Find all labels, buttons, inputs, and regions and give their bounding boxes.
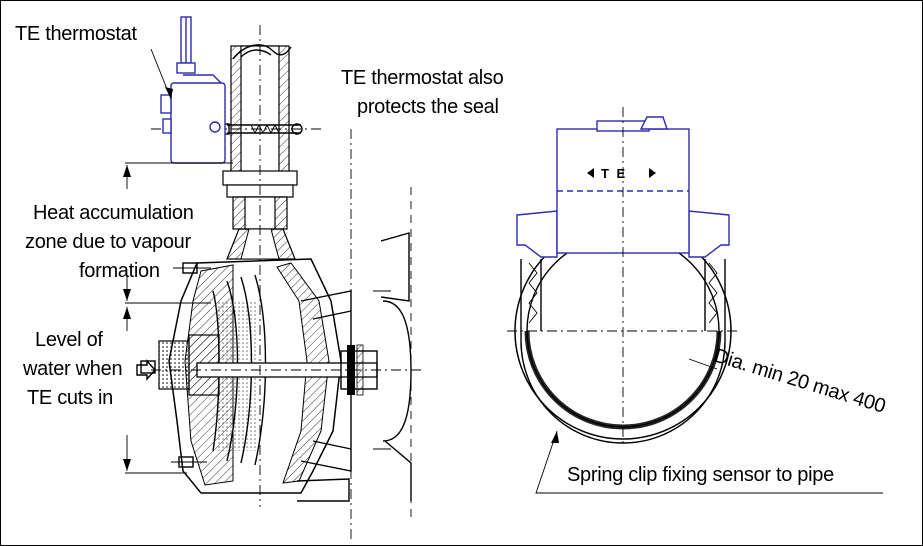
sensor-assembly: T E bbox=[507, 107, 883, 494]
label-water-level-line2: water when bbox=[22, 358, 122, 380]
label-heat-zone-line1: Heat accumulation bbox=[33, 202, 194, 224]
pump-drawing bbox=[123, 16, 421, 541]
label-heat-zone-line2: zone due to vapour bbox=[25, 231, 191, 253]
label-protects-seal-line1: TE thermostat also bbox=[341, 67, 504, 89]
te-thermostat-on-pipe bbox=[160, 16, 226, 164]
label-water-level-line3: TE cuts in bbox=[27, 387, 113, 409]
sensor-te-mark: T E bbox=[601, 166, 627, 181]
label-heat-zone-line3: formation bbox=[79, 260, 160, 282]
pipe-coupling bbox=[222, 170, 298, 260]
label-spring-clip: Spring clip fixing sensor to pipe bbox=[567, 464, 834, 486]
motor-outline bbox=[373, 187, 412, 521]
dimension-lines-left bbox=[123, 162, 233, 474]
spring-clip-leader bbox=[535, 430, 883, 494]
label-te-thermostat: TE thermostat bbox=[15, 23, 137, 45]
label-diameter: Dia. min 20 max 400 bbox=[712, 345, 889, 418]
vertical-pipe bbox=[230, 44, 292, 177]
label-protects-seal-line2: protects the seal bbox=[357, 96, 499, 118]
diameter-leader bbox=[688, 358, 718, 370]
casing-bolts bbox=[171, 262, 211, 468]
label-water-level-line1: Level of bbox=[35, 329, 103, 351]
